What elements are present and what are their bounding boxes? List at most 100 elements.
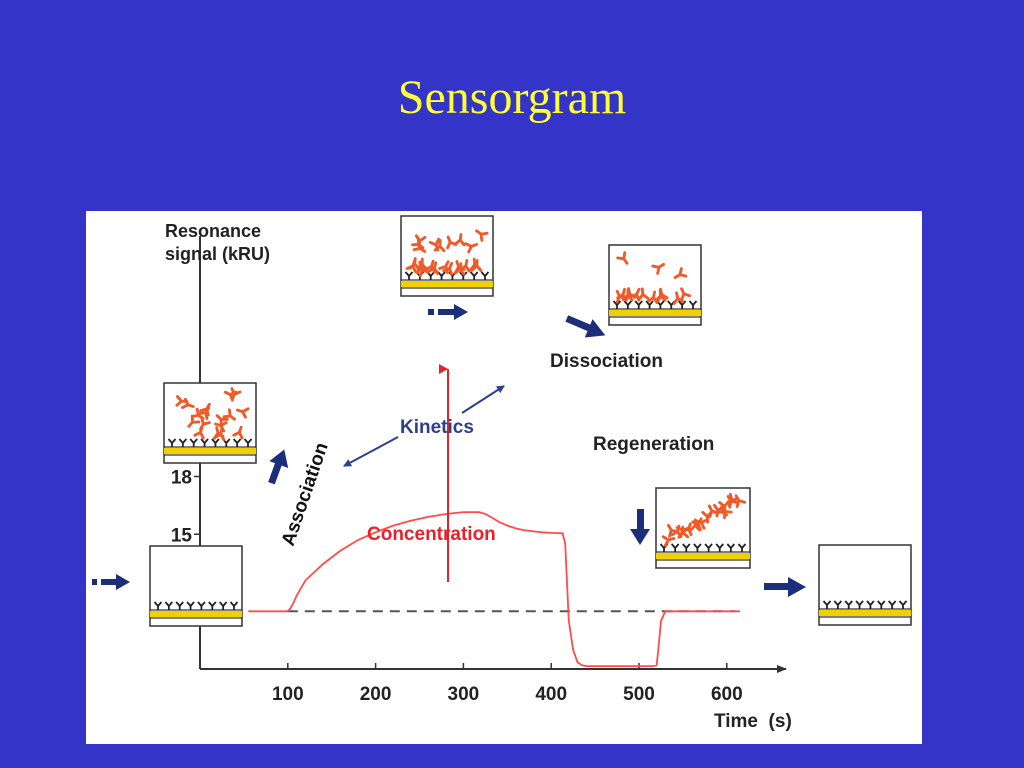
ligand-icon: [887, 600, 897, 609]
x-tick-label: 300: [448, 684, 480, 705]
ligand-icon: [634, 300, 643, 309]
ligand-icon: [645, 300, 654, 309]
ligand-icon: [726, 543, 736, 552]
molecule-icon: [193, 425, 205, 440]
molecule-icon: [213, 427, 226, 441]
molecule-icon: [475, 229, 489, 242]
ligand-icon: [480, 271, 490, 280]
ligand-icon: [153, 601, 163, 610]
molecule-icon: [672, 291, 685, 305]
molecule-icon: [181, 397, 195, 409]
molecule-icon: [637, 287, 650, 301]
ligand-icon: [682, 543, 691, 552]
molecule-icon: [187, 414, 201, 428]
ligand-icon: [623, 300, 633, 309]
kinetics-arrow-left: [343, 436, 399, 467]
ligand-icon: [189, 438, 198, 447]
association-arrow-up: [268, 449, 289, 485]
molecule-icon: [680, 287, 692, 302]
ligand-icon: [404, 271, 414, 280]
molecule-icon: [424, 259, 437, 274]
molecule-icon: [446, 235, 458, 250]
molecule-icon: [615, 289, 627, 304]
molecule-icon: [198, 406, 211, 421]
sensor-diagram-dissociation: [608, 244, 702, 326]
ligand-icon: [612, 300, 622, 309]
molecule-icon: [673, 267, 688, 279]
molecule-icon: [453, 233, 466, 247]
flow-arrow-top: [428, 304, 468, 320]
dissociation-arrow: [565, 315, 606, 338]
ligand-icon: [833, 600, 843, 609]
ligand-icon: [855, 600, 864, 609]
ligand-icon: [677, 300, 687, 309]
sensor-diagram-association: [163, 382, 257, 464]
molecule-icon: [694, 518, 709, 530]
x-axis-label: Time (s): [714, 711, 792, 732]
ligand-icon: [737, 543, 747, 552]
ligand-icon: [232, 438, 242, 447]
y-tick-label: 18: [171, 468, 192, 489]
y-axis-label-line1: Resonance: [165, 221, 261, 241]
flow-arrow-right: [764, 577, 806, 597]
regeneration-label: Regeneration: [593, 434, 714, 455]
molecule-icon: [616, 251, 629, 265]
ligand-icon: [175, 601, 184, 610]
molecule-icon: [718, 500, 730, 514]
gold-sensor-layer: [164, 448, 256, 454]
gold-sensor-layer: [656, 553, 750, 559]
ligand-icon: [469, 271, 479, 280]
ligand-icon: [693, 543, 702, 552]
dissociation-label: Dissociation: [550, 351, 663, 372]
molecule-icon: [411, 236, 425, 250]
ligand-icon: [844, 600, 853, 609]
sensor-diagram-final: [818, 544, 912, 626]
molecule-icon: [232, 425, 244, 440]
ligand-icon: [704, 543, 713, 552]
ligand-icon: [688, 300, 698, 309]
gold-sensor-layer: [150, 611, 242, 617]
kinetics-label: Kinetics: [400, 417, 474, 438]
x-tick-label: 100: [272, 684, 304, 705]
molecule-icon: [654, 288, 667, 302]
ligand-icon: [200, 438, 209, 447]
ligand-icon: [715, 543, 724, 552]
ligand-icon: [822, 600, 832, 609]
molecule-icon: [408, 257, 421, 271]
molecule-icon: [222, 408, 236, 421]
gold-sensor-layer: [819, 610, 911, 616]
x-tick-label: 200: [360, 684, 392, 705]
molecule-icon: [651, 262, 665, 275]
gold-sensor-layer: [401, 281, 493, 287]
molecule-icon: [235, 407, 250, 419]
molecule-icon: [469, 257, 481, 271]
concentration-label: Concentration: [367, 524, 496, 545]
molecule-icon: [661, 535, 676, 547]
sensor-diagram-regeneration: [655, 487, 751, 569]
ligand-icon: [218, 601, 228, 610]
ligand-icon: [229, 601, 239, 610]
regeneration-arrow-down: [630, 509, 650, 545]
molecule-icon: [215, 414, 229, 428]
ligand-icon: [186, 601, 195, 610]
molecule-icon: [734, 494, 747, 508]
gold-sensor-layer: [609, 310, 701, 316]
sensorgram-curve: [248, 511, 740, 667]
molecule-icon: [464, 242, 478, 254]
series-group: [248, 511, 740, 667]
ligand-icon: [877, 600, 886, 609]
y-tick-label: 15: [171, 525, 193, 546]
ligand-icon: [208, 601, 217, 610]
ligand-icon: [866, 600, 875, 609]
x-tick-label: 400: [535, 684, 567, 705]
molecule-icon: [454, 260, 466, 274]
molecule-icon: [681, 522, 693, 537]
ligand-icon: [898, 600, 908, 609]
sensor-diagram-equilibrium: [400, 215, 494, 297]
x-tick-label: 500: [623, 684, 655, 705]
molecule-icon: [230, 387, 242, 401]
sensor-diagram-baseline: [149, 545, 243, 627]
